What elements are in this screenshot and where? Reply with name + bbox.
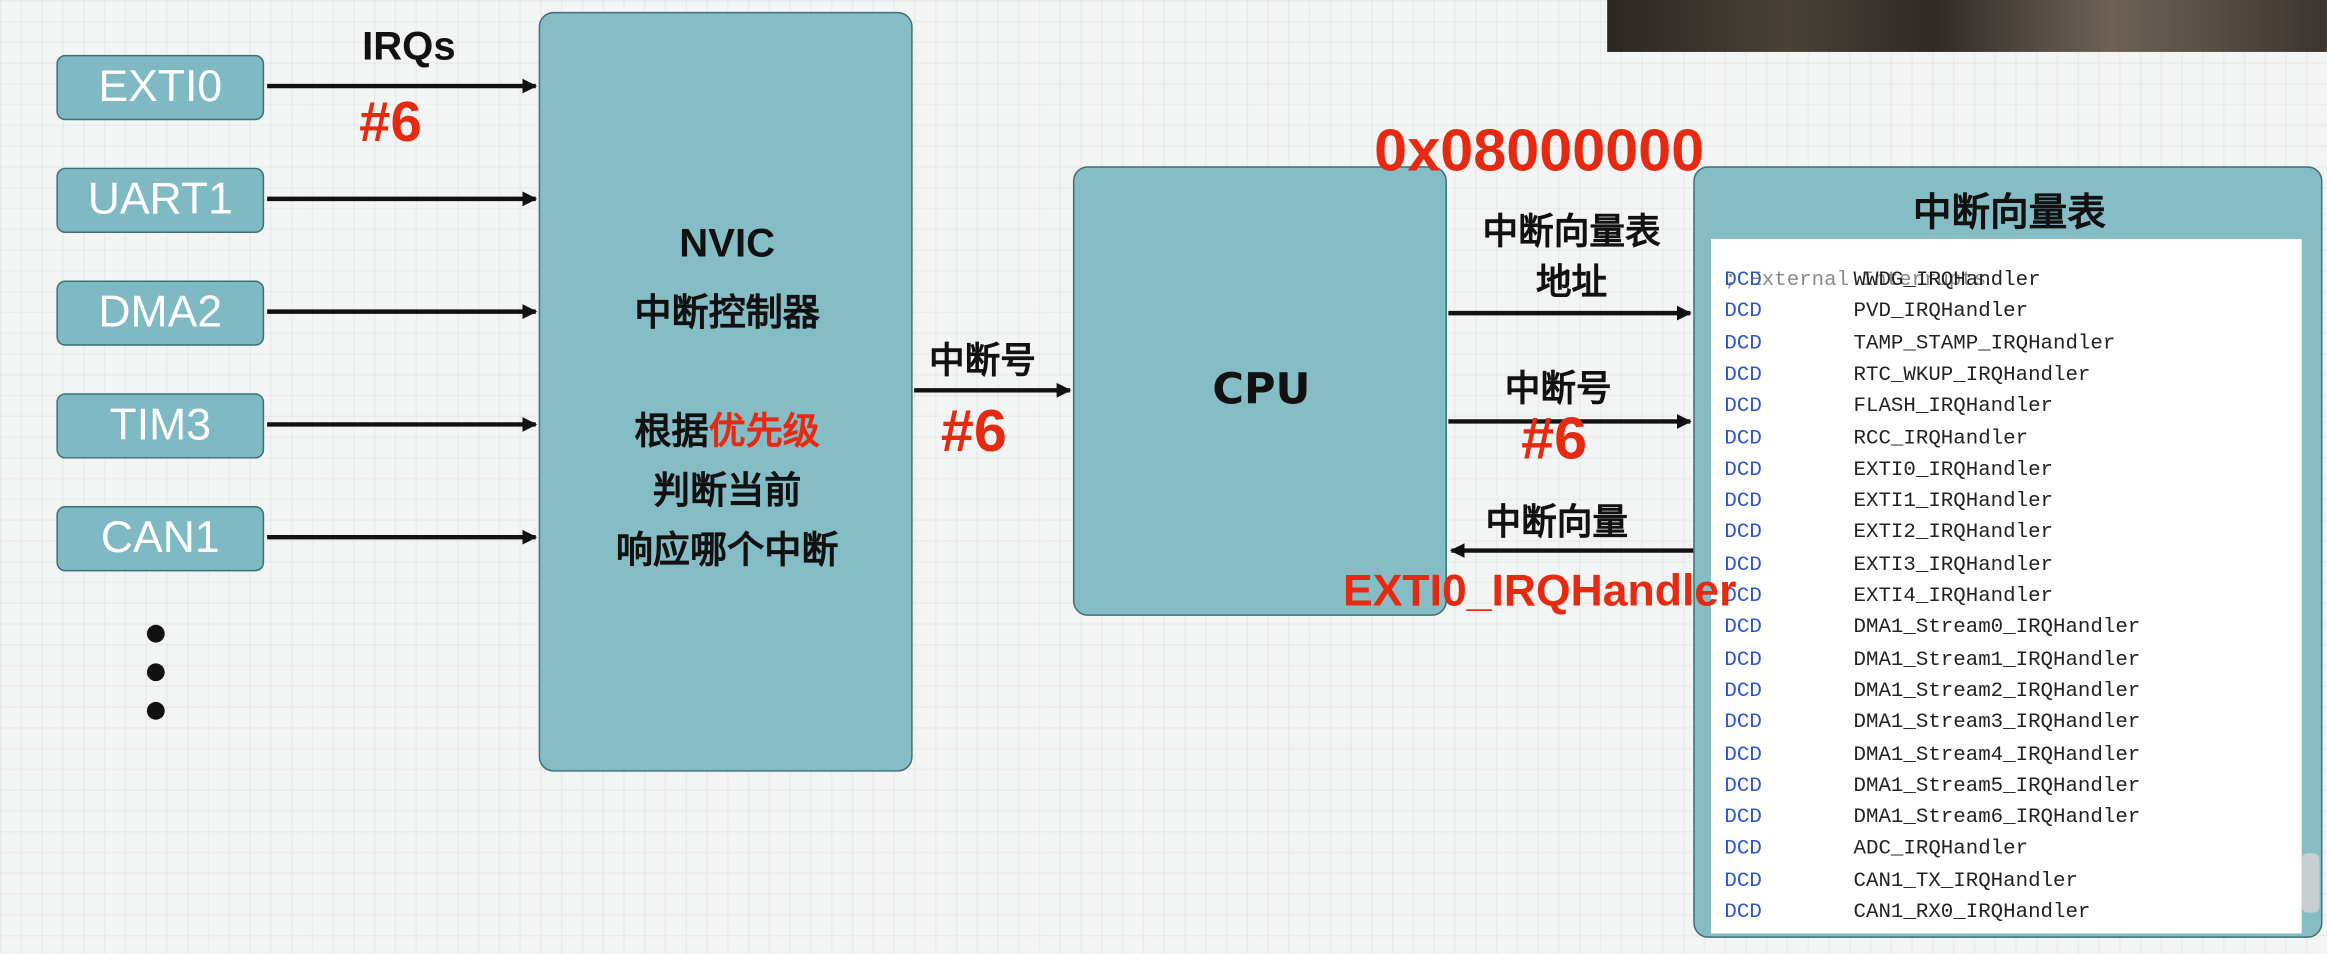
entry-handler: EXTI1_IRQHandler bbox=[1853, 489, 2053, 514]
entry-handler: RCC_IRQHandler bbox=[1853, 426, 2029, 451]
source-can1: CAN1 bbox=[56, 506, 265, 572]
scrollbar-thumb[interactable] bbox=[2301, 853, 2320, 913]
entry-handler: DMA1_Stream0_IRQHandler bbox=[1853, 616, 2141, 641]
irqs-label: IRQs bbox=[362, 23, 456, 69]
vector-table-address: 0x08000000 bbox=[1374, 118, 1705, 185]
entry-keyword: DCD bbox=[1724, 837, 1762, 862]
entry-handler: DMA1_Stream4_IRQHandler bbox=[1853, 742, 2141, 767]
entry-handler: EXTI2_IRQHandler bbox=[1853, 521, 2053, 546]
entry-handler: CAN1_RX0_IRQHandler bbox=[1853, 900, 2091, 925]
entry-keyword: DCD bbox=[1724, 268, 1762, 293]
irq-number-mid: #6 bbox=[940, 399, 1007, 465]
entry-keyword: DCD bbox=[1724, 742, 1762, 767]
cpu-label: CPU bbox=[1212, 363, 1311, 415]
entry-keyword: DCD bbox=[1724, 489, 1762, 514]
entry-handler: ADC_IRQHandler bbox=[1853, 837, 2029, 862]
vector-table-code: ; External Interrupts DCD WWDG_IRQHandler… bbox=[1711, 238, 2302, 934]
vector-table-address-label-line2: 地址 bbox=[1535, 261, 1608, 303]
source-uart1: UART1 bbox=[56, 167, 265, 233]
source-exti0: EXTI0 bbox=[56, 54, 265, 121]
entry-keyword: DCD bbox=[1724, 395, 1762, 419]
entry-keyword: DCD bbox=[1724, 521, 1762, 546]
source-dma2: DMA2 bbox=[56, 280, 265, 346]
entry-handler: TAMP_STAMP_IRQHandler bbox=[1853, 331, 2116, 356]
source-tim3: TIM3 bbox=[56, 393, 265, 459]
handler-name: EXTI0_IRQHandler bbox=[1343, 566, 1737, 616]
nvic-subtitle: 中断控制器 bbox=[634, 290, 820, 334]
nvic-title: NVIC bbox=[679, 221, 776, 266]
entry-keyword: DCD bbox=[1724, 458, 1762, 482]
vector-table-address-label-line1: 中断向量表 bbox=[1482, 210, 1661, 253]
entry-handler: DMA1_Stream2_IRQHandler bbox=[1853, 679, 2141, 704]
entry-keyword: DCD bbox=[1724, 869, 1762, 893]
webcam-overlay bbox=[1607, 0, 2327, 52]
entry-handler: DMA1_Stream3_IRQHandler bbox=[1853, 711, 2141, 735]
entry-keyword: DCD bbox=[1724, 805, 1762, 830]
nvic-line2: 判断当前 bbox=[652, 468, 802, 512]
entry-keyword: DCD bbox=[1724, 584, 1762, 609]
entry-keyword: DCD bbox=[1724, 616, 1762, 641]
entry-handler: DMA1_Stream5_IRQHandler bbox=[1853, 774, 2141, 799]
vector-table-block: 中断向量表 ; External Interrupts DCD WWDG_IRQH… bbox=[1693, 166, 2323, 938]
entry-handler: RTC_WKUP_IRQHandler bbox=[1853, 363, 2091, 388]
irq-number-right-label: 中断号 bbox=[1504, 368, 1612, 410]
ellipsis-dot bbox=[146, 663, 165, 682]
entry-handler: WWDG_IRQHandler bbox=[1853, 268, 2041, 293]
entry-handler: DMA1_Stream6_IRQHandler bbox=[1853, 805, 2141, 830]
ellipsis-dot bbox=[146, 624, 165, 643]
cpu-block: CPU bbox=[1072, 166, 1447, 616]
entry-keyword: DCD bbox=[1724, 300, 1762, 324]
entry-keyword: DCD bbox=[1724, 426, 1762, 451]
irq-number-right: #6 bbox=[1521, 406, 1588, 472]
irq-number-left: #6 bbox=[359, 92, 422, 155]
entry-handler: EXTI4_IRQHandler bbox=[1853, 584, 2053, 609]
nvic-block: NVIC 中断控制器 根据优先级 判断当前 响应哪个中断 bbox=[538, 11, 914, 772]
entry-handler: FLASH_IRQHandler bbox=[1853, 395, 2053, 419]
entry-handler: EXTI0_IRQHandler bbox=[1853, 458, 2053, 482]
code-comment: ; External Interrupts bbox=[1711, 239, 1986, 293]
entry-keyword: DCD bbox=[1724, 679, 1762, 704]
entry-keyword: DCD bbox=[1724, 711, 1762, 735]
comment-text: ; External Interrupts bbox=[1724, 268, 1987, 293]
entry-keyword: DCD bbox=[1724, 363, 1762, 388]
nvic-line1-pre: 根据 bbox=[634, 409, 709, 453]
entry-handler: CAN1_TX_IRQHandler bbox=[1853, 869, 2078, 893]
entry-handler: DMA1_Stream1_IRQHandler bbox=[1853, 647, 2141, 672]
entry-keyword: DCD bbox=[1724, 553, 1762, 577]
entry-keyword: DCD bbox=[1724, 647, 1762, 672]
nvic-line1: 根据优先级 bbox=[540, 402, 914, 455]
entry-keyword: DCD bbox=[1724, 774, 1762, 799]
entry-keyword: DCD bbox=[1724, 900, 1762, 925]
entry-keyword: DCD bbox=[1724, 331, 1762, 356]
entry-handler: EXTI3_IRQHandler bbox=[1853, 553, 2053, 577]
ellipsis-dot bbox=[146, 701, 165, 720]
irq-number-mid-label: 中断号 bbox=[928, 339, 1036, 382]
nvic-line3: 响应哪个中断 bbox=[615, 528, 839, 572]
entry-handler: PVD_IRQHandler bbox=[1853, 300, 2029, 324]
vector-table-title: 中断向量表 bbox=[1912, 191, 2106, 236]
vector-label: 中断向量 bbox=[1485, 501, 1628, 544]
nvic-priority-highlight: 优先级 bbox=[708, 409, 820, 453]
